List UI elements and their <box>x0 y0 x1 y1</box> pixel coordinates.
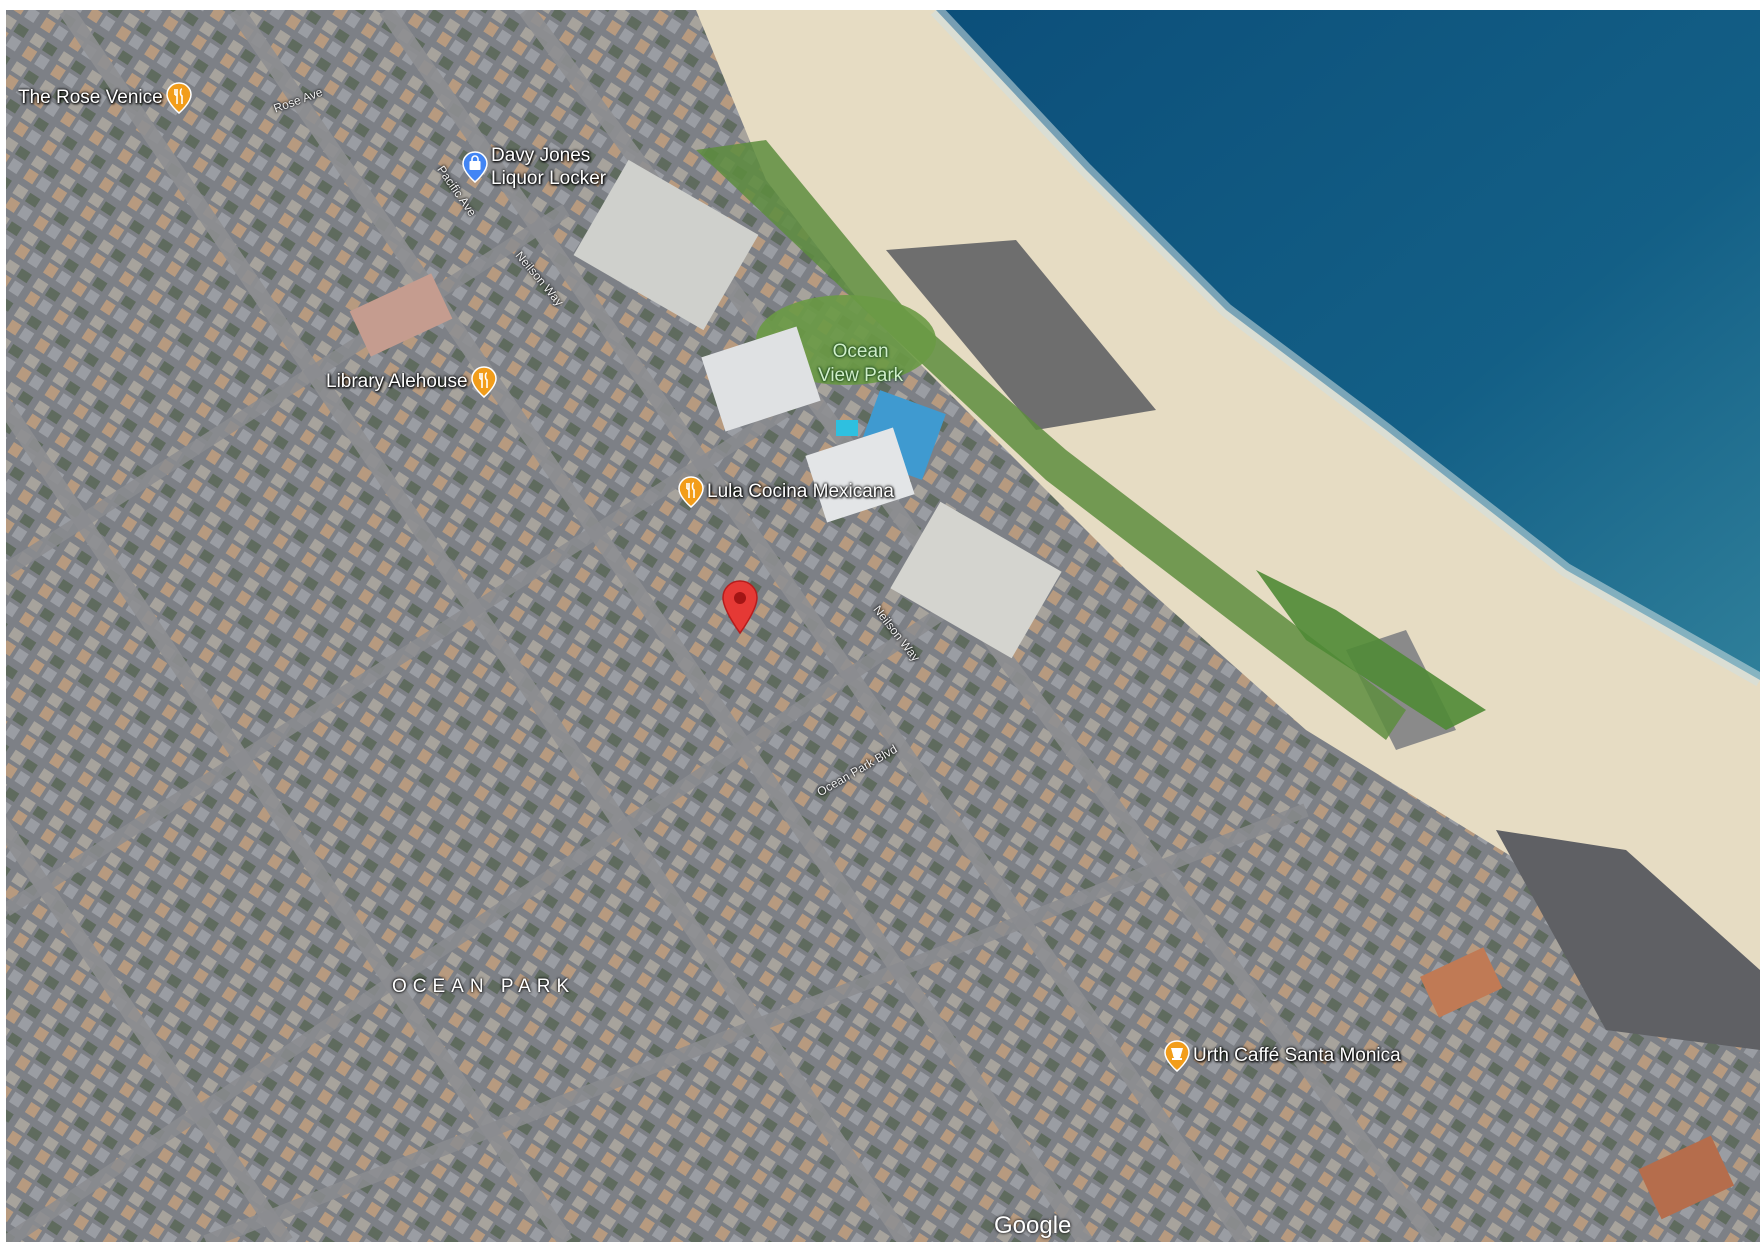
poi-davy-jones-liquor-locker[interactable]: Davy Jones Liquor Locker <box>462 144 606 190</box>
poi-label: Lula Cocina Mexicana <box>707 481 894 502</box>
restaurant-icon <box>470 366 497 398</box>
shopping-bag-icon <box>462 151 488 183</box>
cafe-icon <box>1164 1040 1190 1072</box>
poi-label-line: Liquor Locker <box>491 168 607 189</box>
google-attribution: Google <box>994 1212 1072 1239</box>
satellite-imagery <box>6 10 1760 1242</box>
satellite-map[interactable]: Rose Ave Pacific Ave Neilson Way Neilson… <box>6 10 1760 1242</box>
poi-label-line: Davy Jones <box>491 145 591 166</box>
restaurant-icon <box>165 82 192 114</box>
restaurant-icon <box>678 476 704 508</box>
park-label-line: Ocean <box>832 341 889 362</box>
poi-the-rose-venice[interactable]: The Rose Venice <box>18 82 192 114</box>
poi-library-alehouse[interactable]: Library Alehouse <box>326 366 497 398</box>
neighborhood-label: OCEAN PARK <box>392 976 576 997</box>
park-label-line: View Park <box>818 365 904 386</box>
park-label-ocean-view-park[interactable]: Ocean View Park <box>818 340 903 388</box>
poi-urth-caffe-santa-monica[interactable]: Urth Caffé Santa Monica <box>1164 1040 1401 1072</box>
poi-label: Library Alehouse <box>326 371 468 392</box>
poi-label: Urth Caffé Santa Monica <box>1193 1045 1401 1066</box>
poi-lula-cocina-mexicana[interactable]: Lula Cocina Mexicana <box>678 476 894 508</box>
selected-location-marker[interactable] <box>722 580 758 634</box>
poi-label: The Rose Venice <box>18 87 163 108</box>
